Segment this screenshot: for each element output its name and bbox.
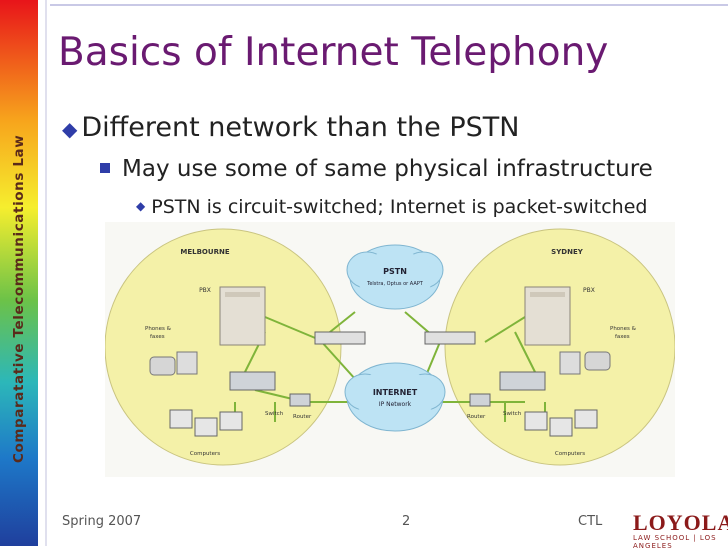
- faxes-label-right: faxes: [615, 334, 630, 340]
- router-right-icon: [469, 393, 491, 407]
- pstn-cloud: [346, 244, 444, 310]
- bullet-level-1: ◆Different network than the PSTN: [62, 112, 519, 143]
- router-label-right: Router: [467, 414, 486, 420]
- loyola-logo: LOYOLA LAW SCHOOL | LOS ANGELES: [633, 510, 728, 550]
- bullet-2-text: May use some of same physical infrastruc…: [122, 156, 653, 182]
- modem-right-icon: [424, 331, 476, 345]
- bullet-level-2: May use some of same physical infrastruc…: [100, 156, 653, 182]
- router-left-icon: [289, 393, 311, 407]
- bullet-1-text: Different network than the PSTN: [81, 112, 520, 143]
- phone-right-icon: [584, 351, 611, 371]
- switch-label-right: Switch: [503, 411, 522, 417]
- internet-label: INTERNET: [373, 388, 418, 397]
- slide-number: 2: [402, 514, 411, 529]
- pbx-label-left: PBX: [199, 287, 211, 294]
- computers-label-right: Computers: [555, 451, 585, 457]
- computer-right-3-icon: [574, 409, 598, 429]
- slide-title: Basics of Internet Telephony: [58, 30, 609, 75]
- internet-cloud: [344, 362, 446, 432]
- computer-right-2-icon: [549, 417, 573, 437]
- sydney-label: SYDNEY: [551, 248, 584, 256]
- diamond-bullet-icon: ◆: [62, 117, 78, 141]
- internet-sublabel: IP Network: [379, 401, 412, 408]
- computer-right-1-icon: [524, 411, 548, 431]
- pbx-label-right: PBX: [583, 287, 595, 294]
- vertical-rule: [45, 0, 47, 546]
- melbourne-label: MELBOURNE: [180, 248, 229, 256]
- bullet-level-3: ◆ PSTN is circuit-switched; Internet is p…: [136, 196, 647, 218]
- switch-right-icon: [499, 371, 546, 391]
- pstn-label: PSTN: [383, 267, 407, 276]
- computer-left-1-icon: [169, 409, 193, 429]
- pstn-sublabel: Telstra, Optus or AAPT: [366, 281, 424, 287]
- logo-subtext: LAW SCHOOL | LOS ANGELES: [633, 534, 717, 550]
- computer-left-2-icon: [194, 417, 218, 437]
- small-diamond-bullet-icon: ◆: [136, 199, 146, 213]
- computer-left-3-icon: [219, 411, 243, 431]
- modem-left-icon: [314, 331, 366, 345]
- top-rule: [50, 0, 728, 12]
- footer-date: Spring 2007: [62, 514, 142, 529]
- phone-left-icon: [149, 356, 176, 376]
- faxes-label-left: faxes: [150, 334, 165, 340]
- logo-name: LOYOLA: [633, 510, 728, 535]
- side-banner: Comparatative Telecommunications Law: [2, 95, 32, 465]
- switch-left-icon: [229, 371, 276, 391]
- footer-course: CTL: [578, 514, 603, 529]
- phones-label-left: Phones &: [145, 326, 172, 332]
- side-banner-text: Comparatative Telecommunications Law: [11, 135, 27, 463]
- router-label-left: Router: [293, 414, 312, 420]
- rainbow-side-bar: [0, 0, 38, 546]
- fax-right-icon: [559, 351, 581, 375]
- bullet-3-text: PSTN is circuit-switched; Internet is pa…: [151, 196, 648, 218]
- computers-label-left: Computers: [190, 451, 220, 457]
- fax-left-icon: [176, 351, 198, 375]
- melbourne-site-ellipse: [104, 228, 342, 466]
- switch-label-left: Switch: [265, 411, 284, 417]
- phones-label-right: Phones &: [610, 326, 637, 332]
- square-bullet-icon: [100, 162, 110, 173]
- network-diagram: PSTN Telstra, Optus or AAPT INTERNET IP …: [104, 222, 676, 477]
